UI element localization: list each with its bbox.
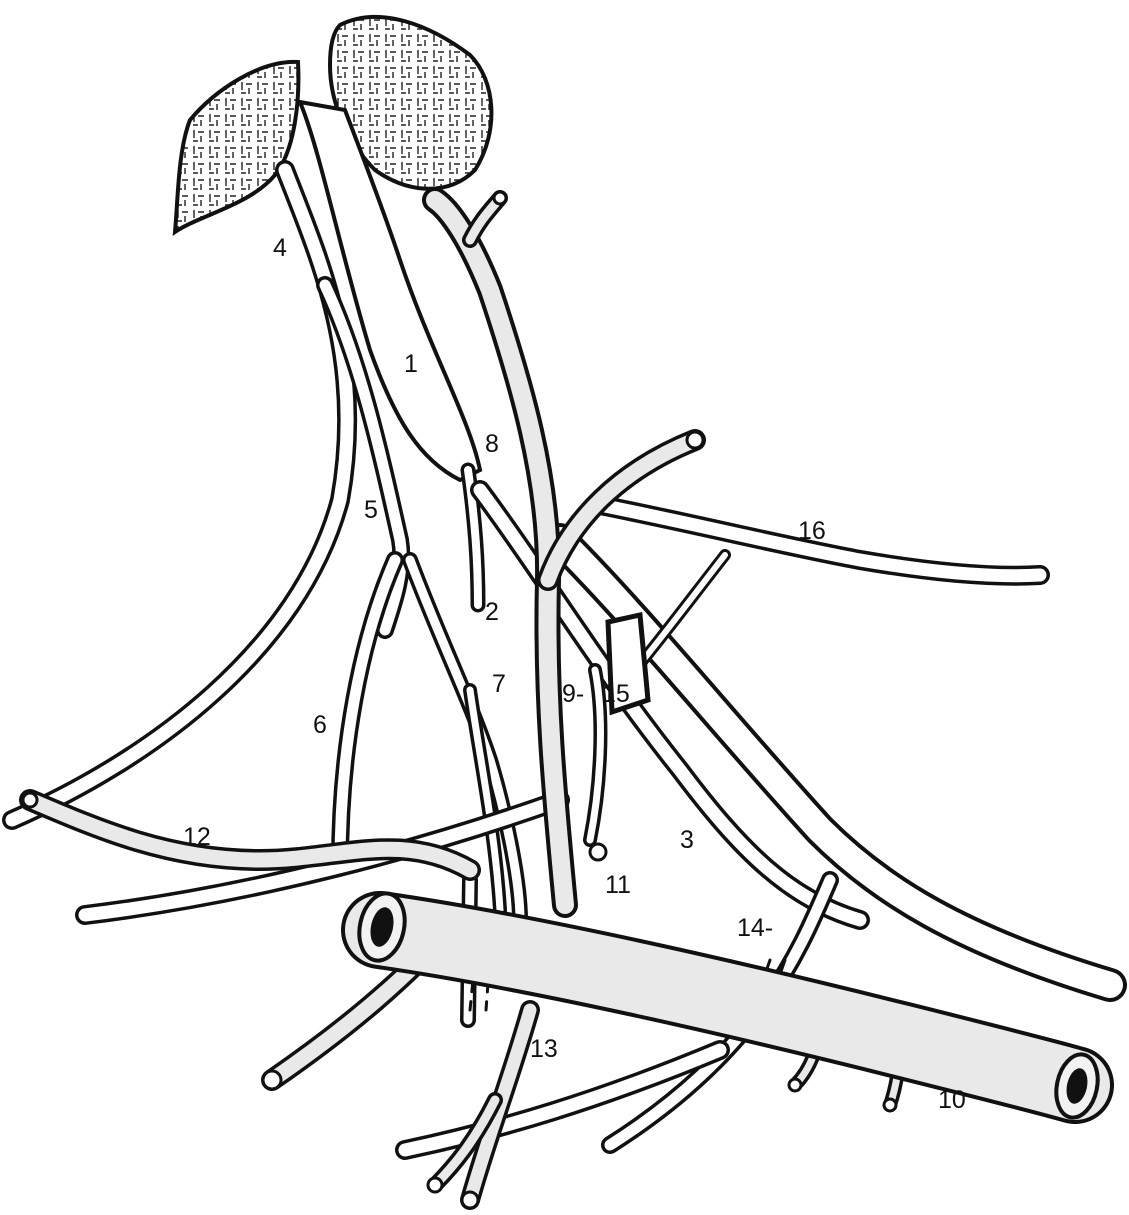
label-12: 12 <box>183 823 211 851</box>
label-3: 3 <box>680 826 694 854</box>
label-5: 5 <box>364 496 378 524</box>
label-4: 4 <box>273 234 287 262</box>
label-14: 14- <box>737 914 773 942</box>
bone-mass-left <box>175 62 298 232</box>
label-1: 1 <box>404 350 418 378</box>
label-15: 15 <box>602 680 630 708</box>
nerves <box>12 170 1110 1150</box>
label-9: 9- <box>562 680 584 708</box>
label-6: 6 <box>313 711 327 739</box>
label-11: 11 <box>605 871 631 899</box>
label-7: 7 <box>492 670 506 698</box>
label-13: 13 <box>530 1035 558 1063</box>
label-10: 10 <box>938 1086 966 1114</box>
label-16: 16 <box>798 517 826 545</box>
label-8: 8 <box>485 430 499 458</box>
label-2: 2 <box>485 598 499 626</box>
